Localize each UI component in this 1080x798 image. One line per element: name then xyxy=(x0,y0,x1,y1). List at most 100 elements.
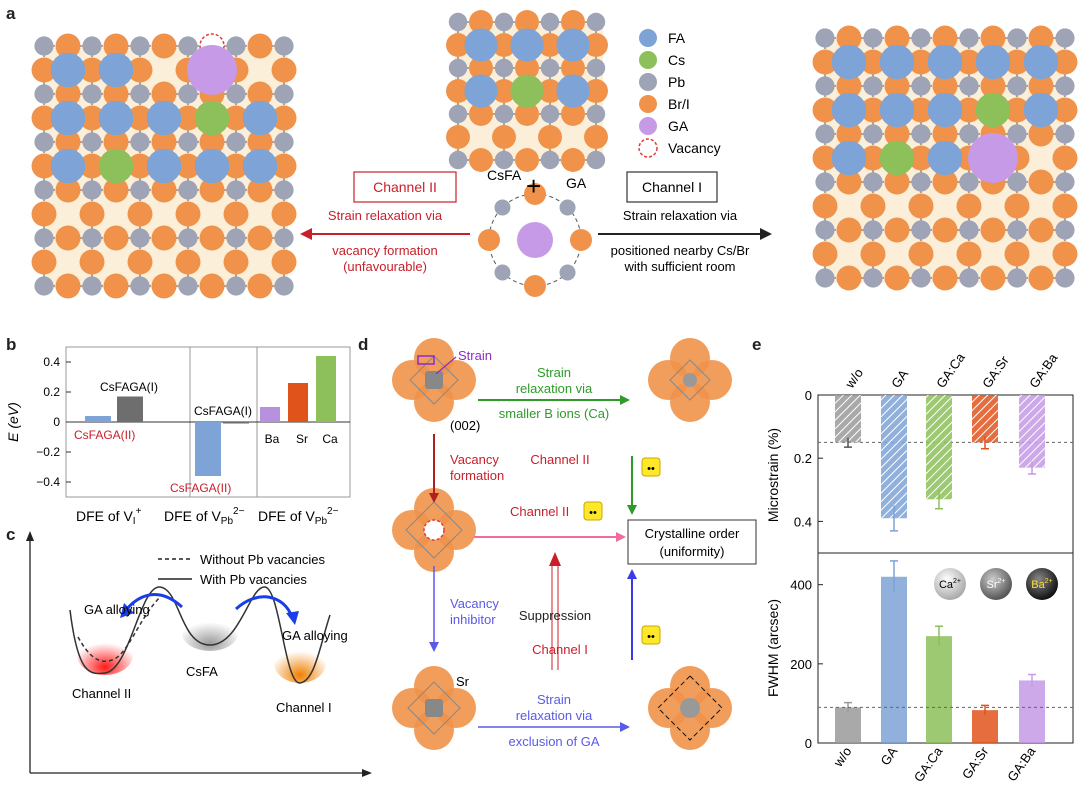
left-text-1: Strain relaxation via xyxy=(328,208,443,223)
fa-cation xyxy=(556,74,590,108)
pb-atom xyxy=(130,132,150,152)
microstrain-bar-hatch xyxy=(972,395,998,443)
blue-arrowhead xyxy=(620,722,630,732)
pb-atom xyxy=(178,180,198,200)
halide-atom xyxy=(55,273,81,299)
pb-atom xyxy=(1007,268,1027,288)
halide-atom xyxy=(648,360,688,400)
legend-ga-marker xyxy=(639,117,657,135)
halide-atom xyxy=(271,249,297,275)
halide-atom xyxy=(446,125,470,149)
halide-atom xyxy=(1004,49,1030,75)
channel2-label: Channel II xyxy=(72,686,131,701)
top-category-label: GA xyxy=(888,366,911,390)
legend-bri-marker xyxy=(639,95,657,113)
ga-arrow-left-head xyxy=(120,603,134,618)
halide-atom xyxy=(103,225,129,251)
panel-a: FA Cs Pb Br/I GA Vacancy CsFA + GA Chann… xyxy=(31,10,1078,299)
pb-atom xyxy=(34,180,54,200)
halide-atom xyxy=(932,73,958,99)
halide-atom xyxy=(860,193,886,219)
blue-up-arrowhead xyxy=(627,569,637,579)
halide-atom xyxy=(469,10,493,34)
halide-atom xyxy=(55,177,81,203)
ga-label: GA xyxy=(566,175,587,191)
sad-face-glyph-2: •• xyxy=(647,463,655,475)
panel-b: 0.40.20−0.2−0.4 E (eV) CsFAGA(I) CsFAGA(… xyxy=(5,346,351,527)
pb-atom xyxy=(911,76,931,96)
pb-atom xyxy=(1007,124,1027,144)
cs-cation xyxy=(98,148,134,184)
pb-atom xyxy=(911,220,931,240)
label-csfaga2-a: CsFAGA(II) xyxy=(74,428,135,442)
halide-atom xyxy=(884,265,910,291)
fa-cation xyxy=(50,100,86,136)
fa-cation xyxy=(831,140,867,176)
halide-atom xyxy=(199,129,225,155)
halide-atom xyxy=(980,73,1006,99)
pb-atom xyxy=(1007,76,1027,96)
halide-atom xyxy=(151,81,177,107)
ga-cation xyxy=(517,222,553,258)
halide-atom xyxy=(538,125,562,149)
halide-atom xyxy=(79,249,105,275)
halide-atom xyxy=(223,105,249,131)
halide-atom xyxy=(247,81,273,107)
pb-atom xyxy=(559,199,576,216)
label-sr: Sr xyxy=(296,432,308,446)
happy-face-icon xyxy=(641,625,661,645)
pb-atom xyxy=(274,180,294,200)
channel1-well-glow xyxy=(274,643,326,683)
pb-atom xyxy=(130,228,150,248)
pb-atom xyxy=(178,276,198,296)
halide-atom xyxy=(199,225,225,251)
halide-atom xyxy=(561,10,585,34)
halide-atom xyxy=(199,177,225,203)
pb-atom xyxy=(130,84,150,104)
halide-atom xyxy=(812,49,838,75)
ba-ion-label: Ba2+ xyxy=(1031,578,1052,591)
fwhm-bar xyxy=(835,707,861,743)
legend-bri: Br/I xyxy=(668,96,690,112)
right-text-3: with sufficient room xyxy=(623,259,735,274)
halide-atom xyxy=(956,97,982,123)
halide-atom xyxy=(1028,217,1054,243)
vacancy-inhibitor-arrowhead xyxy=(429,642,439,652)
halide-atom xyxy=(932,217,958,243)
fwhm-bar xyxy=(1019,680,1045,743)
pb-atom xyxy=(559,264,576,281)
pb-atom xyxy=(274,228,294,248)
y-tick-label: 200 xyxy=(790,657,812,672)
fa-cation xyxy=(556,28,590,62)
halide-atom xyxy=(908,145,934,171)
y-tick-label: 0 xyxy=(805,736,812,751)
pb-atom xyxy=(494,58,514,78)
y-tick-label: 0.4 xyxy=(794,514,812,529)
octahedron-outline xyxy=(669,359,711,401)
pb-atom xyxy=(1055,268,1075,288)
fa-cation xyxy=(194,148,230,184)
ca-ion-label: Ca2+ xyxy=(939,578,961,591)
pb-atom xyxy=(586,150,606,170)
halide-atom xyxy=(478,229,500,251)
right-lattice xyxy=(812,25,1078,291)
halide-atom xyxy=(884,73,910,99)
halide-atom xyxy=(247,177,273,203)
pb-atom xyxy=(863,268,883,288)
panel-label-e: e xyxy=(752,335,762,354)
halide-atom xyxy=(1028,265,1054,291)
pb-atom xyxy=(82,228,102,248)
bottom-category-label: GA:Ba xyxy=(1004,743,1039,784)
fa-cation xyxy=(975,44,1011,80)
pb-atom xyxy=(815,124,835,144)
pb-atom xyxy=(1055,220,1075,240)
bottom-ylabel: FWHM (arcsec) xyxy=(765,599,781,697)
green-arrowhead xyxy=(620,395,630,405)
pb-atom xyxy=(130,36,150,56)
fa-cation xyxy=(464,74,498,108)
b-site-ion xyxy=(683,373,697,387)
pb-atom xyxy=(863,220,883,240)
panel-label-a: a xyxy=(6,4,16,23)
